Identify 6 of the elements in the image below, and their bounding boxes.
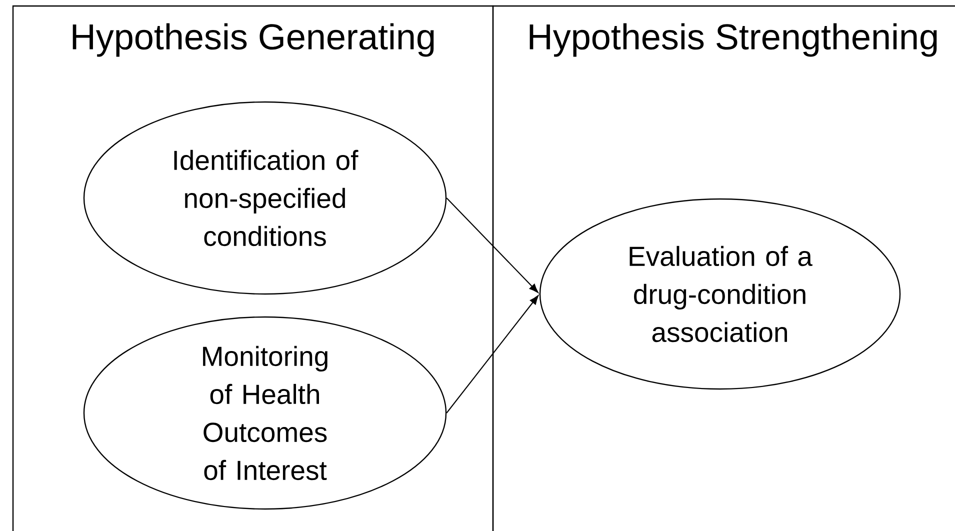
arrow bbox=[446, 198, 538, 293]
arrow bbox=[446, 295, 539, 414]
band bbox=[12, 5, 494, 531]
band-heading: Hypothesis Generating bbox=[72, 23, 434, 57]
band-heading: Hypothesis Strengthening bbox=[530, 23, 937, 57]
band bbox=[492, 5, 955, 531]
